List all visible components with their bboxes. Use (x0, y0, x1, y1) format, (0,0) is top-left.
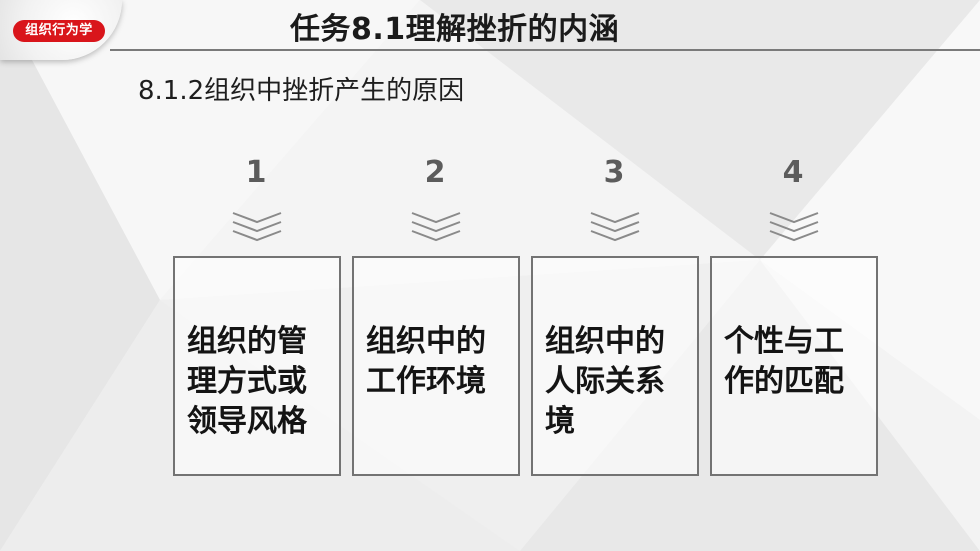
course-badge-label: 组织行为学 (13, 20, 105, 42)
course-badge: 组织行为学 (0, 0, 122, 60)
cause-card: 组织的管理方式或领导风格 (173, 256, 341, 476)
page-title: 任务8.1理解挫折的内涵 (290, 12, 620, 47)
cause-text: 组织中的工作环境 (366, 324, 486, 399)
cause-text: 个性与工作的匹配 (724, 324, 844, 399)
triple-chevron-down-icon (590, 212, 640, 242)
cause-number: 2 (424, 155, 446, 190)
cause-text: 组织的管理方式或领导风格 (187, 324, 307, 439)
cause-card: 个性与工作的匹配 (710, 256, 878, 476)
cause-column-1: 1 组织的管理方式或领导风格 (173, 150, 341, 476)
cause-number: 4 (782, 155, 804, 190)
title-divider (110, 49, 980, 51)
triple-chevron-down-icon (232, 212, 282, 242)
cause-card: 组织中的人际关系境 (531, 256, 699, 476)
cause-text: 组织中的人际关系境 (545, 324, 665, 439)
cause-column-4: 4 个性与工作的匹配 (710, 150, 878, 476)
cause-number: 1 (245, 155, 267, 190)
cause-column-3: 3 组织中的人际关系境 (531, 150, 699, 476)
cause-card: 组织中的工作环境 (352, 256, 520, 476)
triple-chevron-down-icon (411, 212, 461, 242)
section-subtitle: 8.1.2组织中挫折产生的原因 (138, 76, 465, 106)
cause-column-2: 2 组织中的工作环境 (352, 150, 520, 476)
cause-number: 3 (603, 155, 625, 190)
triple-chevron-down-icon (769, 212, 819, 242)
